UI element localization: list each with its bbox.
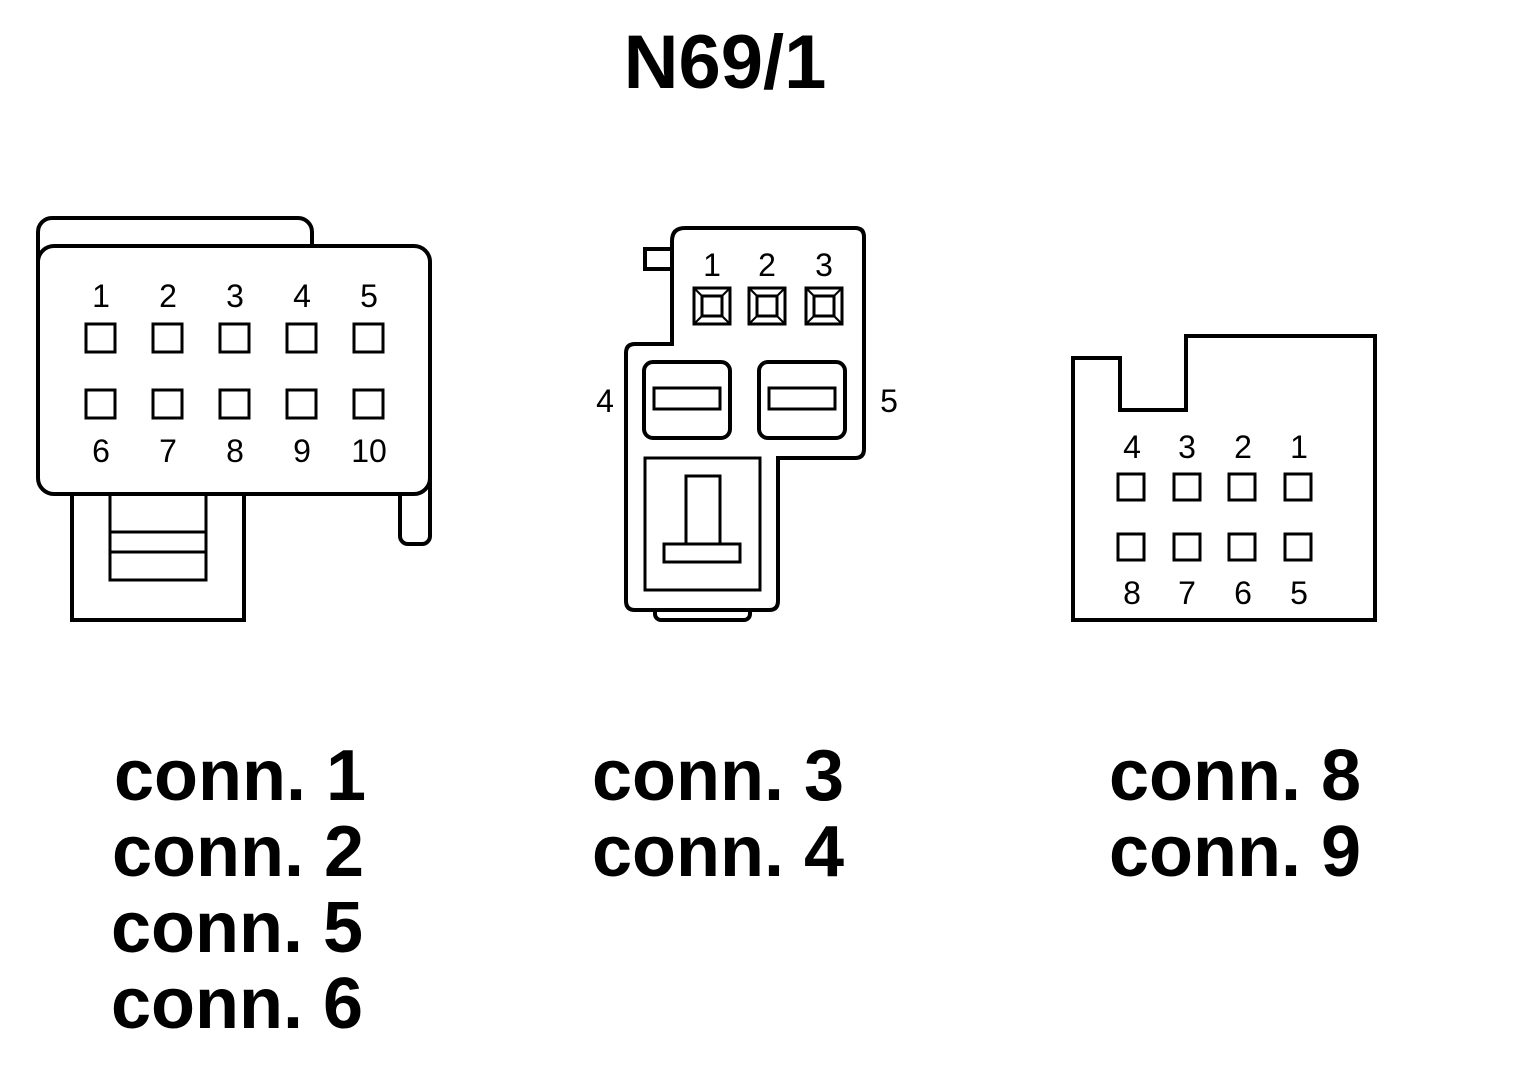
pin-label: 1 [1290, 429, 1308, 465]
pin-label: 2 [1234, 429, 1252, 465]
pin-cavity [352, 388, 385, 420]
pin-cavity [804, 286, 844, 326]
pin-cavity [285, 388, 318, 420]
caption: conn. 5 [111, 888, 363, 968]
pin-label: 1 [92, 278, 110, 314]
pin-label: 5 [1290, 575, 1308, 611]
connector-8-bottom-pins: 8 7 6 5 [1116, 532, 1313, 611]
pin-cavity [1283, 472, 1313, 502]
connector-1-top-pins: 1 2 3 4 5 [84, 278, 385, 354]
pin-cavity [218, 322, 251, 354]
pin-label: 2 [758, 247, 776, 283]
pin-label: 7 [1178, 575, 1196, 611]
pin-label: 9 [293, 433, 311, 469]
pin-cavity [151, 322, 184, 354]
caption: conn. 2 [112, 812, 364, 892]
pin-label: 10 [351, 433, 387, 469]
pin-label: 3 [1178, 429, 1196, 465]
pin-label: 3 [815, 247, 833, 283]
pin-label: 2 [159, 278, 177, 314]
pin-cavity [747, 286, 787, 326]
pin-label: 1 [703, 247, 721, 283]
pin-label: 5 [360, 278, 378, 314]
pin-label: 6 [1234, 575, 1252, 611]
connector-8-top-pins: 4 3 2 1 [1116, 429, 1313, 502]
caption: conn. 9 [1109, 812, 1361, 892]
connector-1-captions: conn. 1 conn. 2 conn. 5 conn. 6 [111, 736, 366, 1044]
pin-label: 4 [293, 278, 311, 314]
pin-cavity [84, 388, 117, 420]
pin-label: 3 [226, 278, 244, 314]
pin-cavity [1116, 472, 1146, 502]
pin-label: 7 [159, 433, 177, 469]
connector-3-captions: conn. 3 conn. 4 [592, 736, 844, 892]
caption: conn. 1 [114, 736, 366, 816]
pin-cavity [151, 388, 184, 420]
pin-label: 4 [1123, 429, 1141, 465]
pin-cavity [1227, 472, 1257, 502]
pin-cavity [218, 388, 251, 420]
caption: conn. 6 [111, 964, 363, 1044]
pin-cavity [84, 322, 117, 354]
pin-cavity [1283, 532, 1313, 562]
pin-cavity [1116, 532, 1146, 562]
pin-cavity [1172, 472, 1202, 502]
pin-label: 6 [92, 433, 110, 469]
pin-label: 8 [226, 433, 244, 469]
connector-3-top-pins: 1 2 3 [692, 247, 844, 326]
pin-cavity [285, 322, 318, 354]
pin-cavity [1172, 532, 1202, 562]
pin-label: 4 [596, 383, 614, 419]
connector-8-captions: conn. 8 conn. 9 [1109, 736, 1361, 892]
connector-1-bottom-pins: 6 7 8 9 10 [84, 388, 387, 469]
caption: conn. 3 [592, 736, 844, 816]
diagram-title: N69/1 [624, 20, 827, 105]
pin-label: 5 [880, 383, 898, 419]
caption: conn. 8 [1109, 736, 1361, 816]
pin-cavity [692, 286, 732, 326]
connector-1-housing [36, 216, 432, 622]
pin-label: 8 [1123, 575, 1141, 611]
caption: conn. 4 [592, 812, 844, 892]
pin-cavity [1227, 532, 1257, 562]
pin-cavity [352, 322, 385, 354]
